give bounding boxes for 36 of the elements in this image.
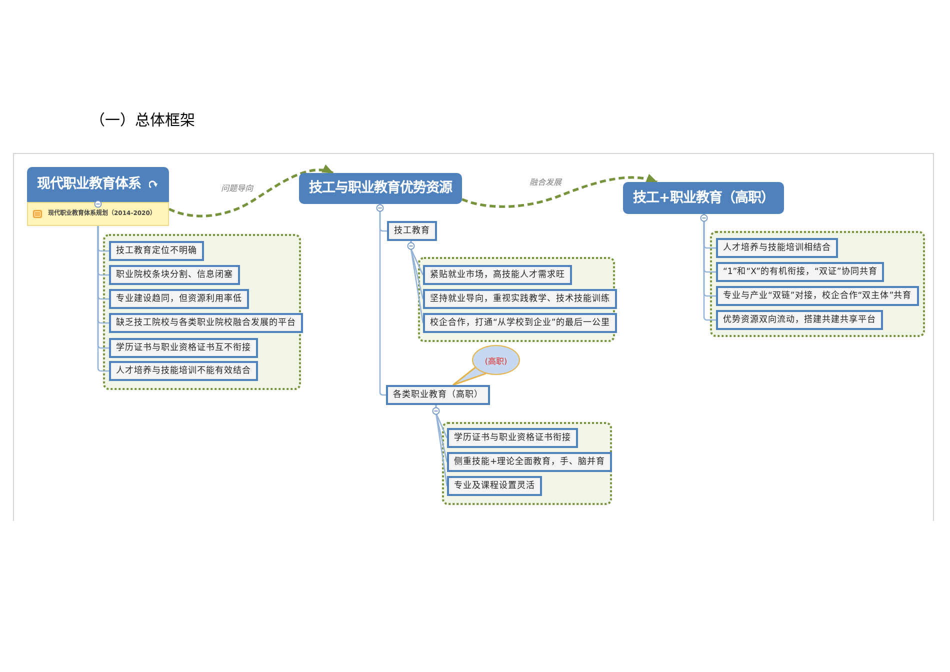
subtopic-box: “1”和“X”的有机衔接，“双证”协同共育 bbox=[716, 262, 884, 282]
edge-label: 融合发展 bbox=[528, 178, 562, 188]
callout-tail bbox=[452, 366, 487, 386]
group-boundary bbox=[710, 231, 925, 337]
subtopic-box: 人才培养与技能培训不能有效结合 bbox=[109, 361, 258, 381]
connector-line bbox=[379, 204, 386, 396]
subtopic-box: 人才培养与技能培训相结合 bbox=[716, 238, 838, 258]
subtopic-box: 优势资源双向流动，搭建共建共享平台 bbox=[716, 310, 883, 330]
connector-line bbox=[435, 405, 448, 486]
subtopic-box: 学历证书与职业资格证书互不衔接 bbox=[109, 338, 258, 358]
subtopic-box: 各类职业教育（高职） bbox=[386, 385, 490, 405]
curved-arrow bbox=[168, 165, 334, 218]
subtopic-box: 专业及课程设置灵活 bbox=[447, 476, 542, 496]
subtopic-box: 专业与产业“双链”对接，校企合作“双主体”共育 bbox=[716, 286, 919, 306]
curved-arrow bbox=[462, 174, 658, 208]
subtopic-box: 学历证书与职业资格证书衔接 bbox=[447, 428, 578, 448]
subtopic-box: 校企合作，打通“从学校到企业”的最后一公里 bbox=[423, 313, 617, 333]
group-boundary bbox=[418, 257, 615, 342]
topic-box: 技工与职业教育优势资源 bbox=[299, 173, 462, 204]
topic-box bbox=[27, 167, 169, 226]
group-boundary bbox=[442, 422, 612, 505]
subtopic-box: 技工教育 bbox=[387, 221, 437, 241]
connector-line bbox=[97, 226, 109, 372]
subtopic-box: 专业建设趋同，但资源利用率低 bbox=[109, 289, 249, 309]
subtopic-box: 侧重技能+理论全面教育，手、脑并育 bbox=[447, 452, 612, 472]
subtopic-box: 坚持就业导向，重视实践教学、技术技能训练 bbox=[423, 289, 617, 309]
connector-line bbox=[410, 241, 424, 324]
topic-title: 现代职业教育体系 bbox=[37, 174, 141, 194]
section-heading: （一）总体框架 bbox=[90, 111, 195, 129]
subtopic-box: 紧贴就业市场，高技能人才需求旺 bbox=[423, 265, 572, 285]
subtopic-box: 缺乏技工院校与各类职业院校融合发展的平台 bbox=[109, 313, 303, 333]
subtopic-box: 职业院校条块分割、信息闭塞 bbox=[109, 265, 240, 285]
topic-box: 技工+职业教育（高职） bbox=[623, 182, 784, 214]
group-boundary bbox=[103, 234, 301, 390]
subtopic-box: 技工教育定位不明确 bbox=[109, 241, 204, 261]
edge-label: 问题导向 bbox=[220, 184, 254, 194]
